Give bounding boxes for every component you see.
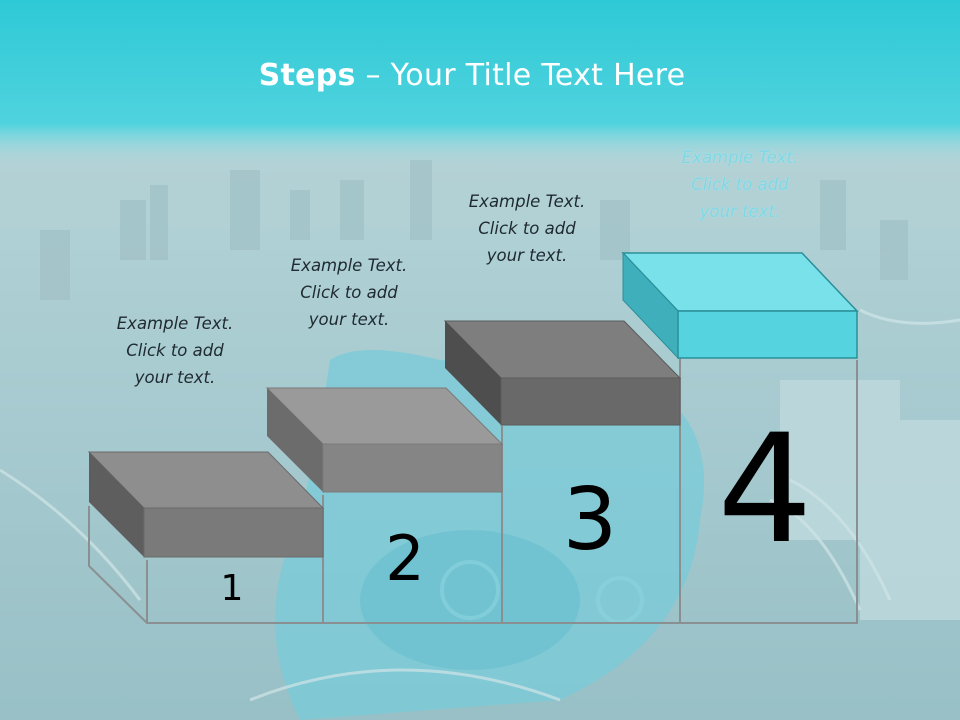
step-4-caption[interactable]: Example Text. Click to add your text. [640, 144, 840, 225]
caption-line: Example Text. [681, 148, 799, 167]
slide-title[interactable]: Steps – Your Title Text Here [0, 58, 944, 93]
step-block-1[interactable] [87, 451, 325, 558]
step-1-caption[interactable]: Example Text. Click to add your text. [75, 310, 275, 391]
step-2-caption[interactable]: Example Text. Click to add your text. [249, 252, 449, 333]
caption-line: Click to add [478, 219, 576, 238]
caption-line: Example Text. [116, 314, 234, 333]
caption-line: your text. [134, 368, 216, 387]
step-block-2[interactable] [265, 387, 504, 493]
caption-line: Example Text. [290, 256, 408, 275]
step-number-3: 3 [562, 470, 618, 570]
caption-line: your text. [308, 310, 390, 329]
title-bold-part: Steps [258, 58, 356, 93]
caption-line: your text. [699, 202, 781, 221]
step-number-4: 4 [717, 403, 813, 577]
step-block-4[interactable] [621, 251, 859, 360]
caption-line: Click to add [691, 175, 789, 194]
step-number-2: 2 [385, 522, 425, 595]
caption-line: Example Text. [468, 192, 586, 211]
caption-line: Click to add [300, 283, 398, 302]
title-rest-part: – Your Title Text Here [355, 58, 686, 93]
step-3-caption[interactable]: Example Text. Click to add your text. [427, 188, 627, 269]
caption-line: Click to add [126, 341, 224, 360]
step-number-1: 1 [220, 568, 244, 609]
caption-line: your text. [486, 246, 568, 265]
step-block-3[interactable] [443, 320, 682, 426]
